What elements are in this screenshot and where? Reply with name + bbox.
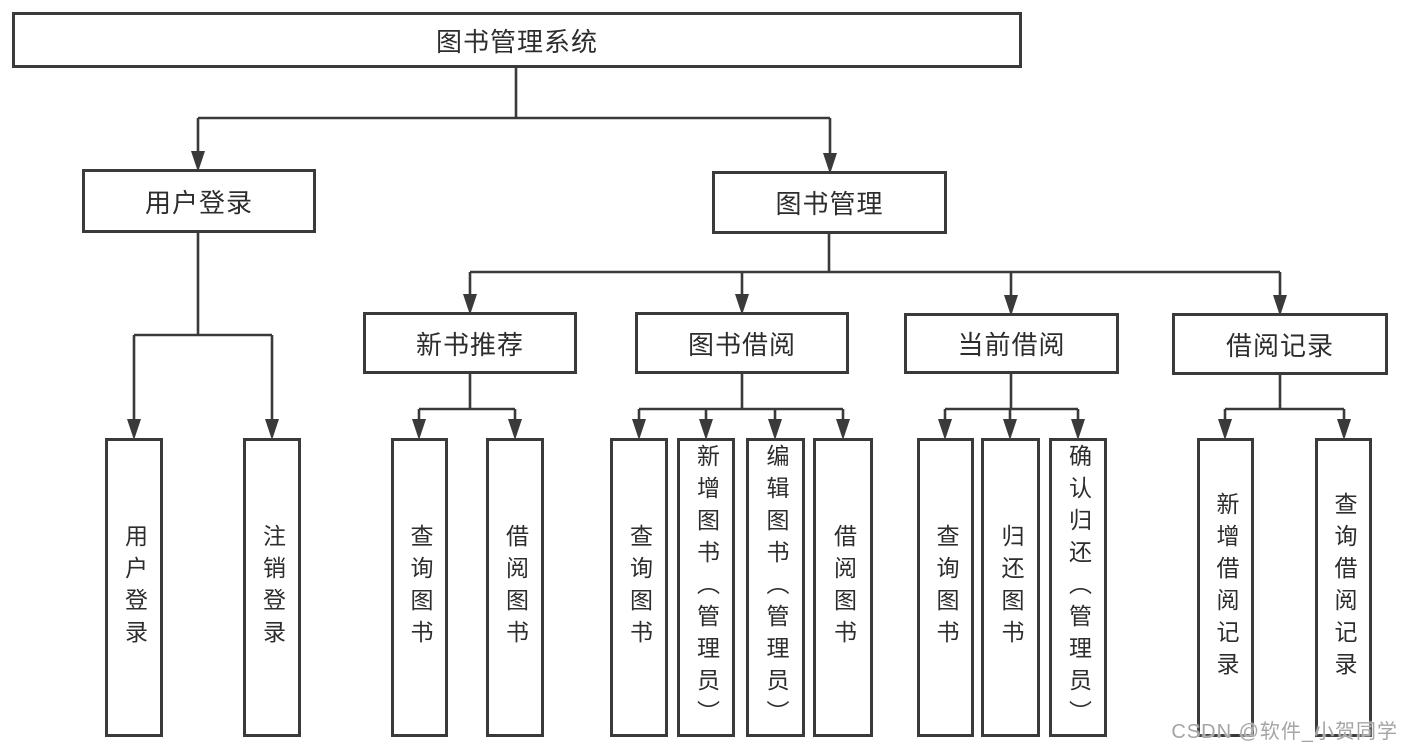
connector-user-login-children [127, 233, 279, 440]
connector-book-management-children [463, 234, 1287, 316]
leaf-cb-query-books: 查询图书 [917, 438, 974, 737]
node-book-borrow: 图书借阅 [635, 312, 849, 374]
watermark: CSDN @软件_小贺同学 [1171, 721, 1398, 743]
leaf-br-add-record: 新增借阅记录 [1197, 438, 1254, 737]
leaf-bb-borrow-books: 借阅图书 [813, 438, 873, 737]
leaf-user-login-label: 用户登录 [121, 523, 148, 652]
leaf-user-login: 用户登录 [105, 438, 163, 737]
leaf-logout-login: 注销登录 [243, 438, 301, 737]
connector-root-to-level2 [191, 68, 837, 174]
node-book-management: 图书管理 [712, 171, 947, 234]
node-new-book-recommend: 新书推荐 [363, 312, 577, 374]
leaf-cb-query-books-label: 查询图书 [933, 523, 959, 652]
leaf-bb-borrow-books-label: 借阅图书 [830, 523, 857, 652]
leaf-cb-return-books: 归还图书 [981, 438, 1040, 737]
leaf-bb-edit-books-admin-label: 编辑图书（管理员） [763, 443, 789, 732]
leaf-nb-borrow-books-label: 借阅图书 [502, 523, 529, 652]
leaf-bb-add-books-admin-label: 新增图书（管理员） [693, 443, 720, 732]
leaf-nb-borrow-books: 借阅图书 [486, 438, 544, 737]
leaf-nb-query-books-label: 查询图书 [407, 523, 433, 652]
leaf-cb-confirm-return-admin: 确认归还（管理员） [1049, 438, 1107, 737]
connector-borrow-records-children [1218, 375, 1351, 440]
leaf-cb-return-books-label: 归还图书 [998, 523, 1024, 652]
leaf-bb-edit-books-admin: 编辑图书（管理员） [746, 438, 805, 737]
leaf-nb-query-books: 查询图书 [391, 438, 448, 737]
leaf-bb-query-books: 查询图书 [610, 438, 668, 737]
node-user-login: 用户登录 [82, 169, 316, 233]
leaf-br-add-record-label: 新增借阅记录 [1213, 491, 1239, 684]
leaf-cb-confirm-return-admin-label: 确认归还（管理员） [1065, 443, 1092, 732]
node-library-management-system: 图书管理系统 [12, 12, 1022, 68]
leaf-bb-query-books-label: 查询图书 [626, 523, 653, 652]
node-borrow-records: 借阅记录 [1172, 313, 1388, 375]
leaf-br-query-record-label: 查询借阅记录 [1331, 491, 1357, 684]
connector-current-borrow-children [938, 374, 1085, 440]
node-current-borrow: 当前借阅 [904, 313, 1119, 374]
leaf-bb-add-books-admin: 新增图书（管理员） [677, 438, 735, 737]
connector-book-borrow-children [632, 374, 850, 440]
connector-new-book-recommend-children [412, 374, 522, 440]
leaf-br-query-record: 查询借阅记录 [1315, 438, 1372, 737]
leaf-logout-login-label: 注销登录 [259, 523, 286, 652]
